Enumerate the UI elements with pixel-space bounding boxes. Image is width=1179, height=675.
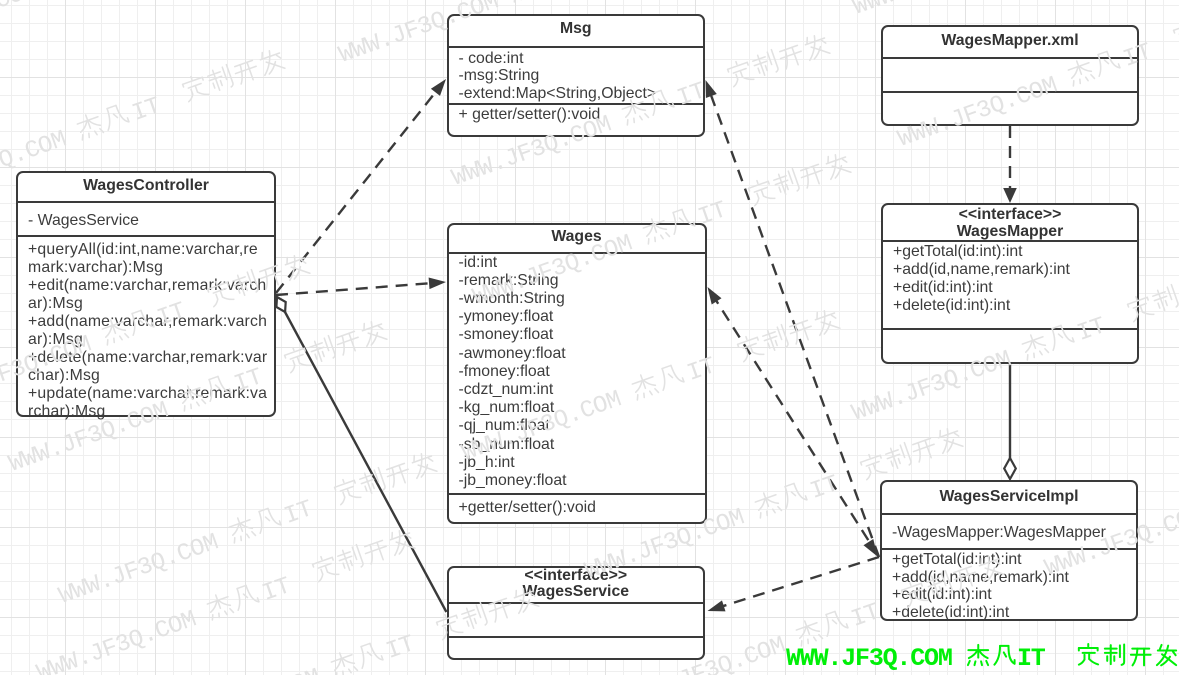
svg-text:WWW.JF3Q.COM: WWW.JF3Q.COM — [786, 644, 952, 673]
svg-text:IT: IT — [1017, 644, 1046, 673]
